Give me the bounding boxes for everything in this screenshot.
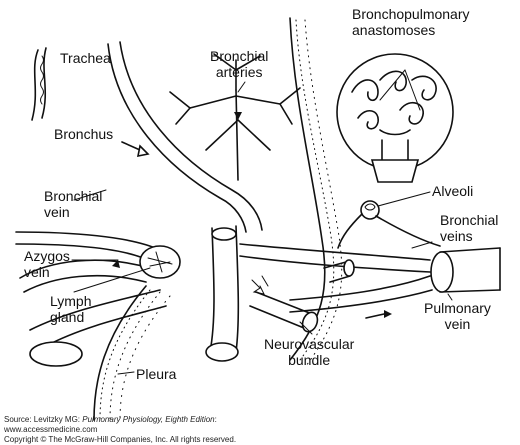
label-lymph-gland: Lymph gland — [50, 293, 92, 325]
label-pleura: Pleura — [136, 366, 177, 382]
label-bronchial-veins: Bronchial veins — [440, 212, 498, 244]
label-pulmonary-vein: Pulmonary vein — [424, 300, 491, 332]
leader-alveoli — [377, 191, 431, 207]
anastomoses-stalk — [370, 159, 420, 183]
leader-pulmonary — [447, 293, 453, 301]
label-pulmonary-line1: Pulmonary — [424, 300, 491, 316]
label-lymph-line2: gland — [50, 309, 85, 325]
label-bronchial-vein: Bronchial vein — [44, 188, 102, 220]
pleura-stipple — [99, 19, 343, 421]
label-bronchial-veins-line1: Bronchial — [440, 212, 499, 228]
label-bronchial-arteries-line1: Bronchial — [210, 48, 269, 64]
flow-arrows — [112, 141, 392, 319]
leader-bronchial-veins — [411, 241, 433, 249]
central-vessel-opening — [205, 342, 239, 362]
source-citation: Source: Levitzky MG: Pulmonary Physiolog… — [4, 415, 217, 425]
copyright-notice: Copyright © The McGraw-Hill Companies, I… — [4, 435, 237, 444]
bronchus-wall-top — [119, 41, 263, 231]
bronchus-wall-bottom — [107, 43, 247, 233]
leader-neurovascular — [299, 321, 313, 335]
pulmonary-vein-opening — [430, 251, 454, 293]
central-vessel-left — [209, 227, 215, 353]
label-pulmonary-line2: vein — [444, 316, 471, 332]
bronchial-veins-vessel — [239, 243, 431, 261]
label-bronchopulmonary-anastomoses: Bronchopulmonary anastomoses — [352, 6, 470, 38]
label-azygos-vein: Azygos vein — [24, 248, 70, 280]
pleura-outline-lower — [93, 285, 147, 421]
lymph-gland-shape — [139, 245, 181, 279]
label-bronchopulmonary-line2: anastomoses — [352, 22, 436, 38]
anastomoses-detail — [351, 70, 437, 169]
label-neurovascular-line1: Neurovascular — [264, 336, 355, 352]
label-alveoli: Alveoli — [432, 183, 474, 199]
trachea-wall-right — [41, 47, 47, 119]
label-neurovascular-bundle: Neurovascular bundle — [264, 336, 354, 368]
source-suffix: : — [214, 415, 217, 424]
label-bronchopulmonary-line1: Bronchopulmonary — [352, 6, 470, 22]
neurovascular-bundle-vessel — [255, 291, 313, 315]
lower-left-vessel-opening — [29, 341, 83, 367]
leader-pleura — [117, 371, 135, 375]
label-bronchial-vein-line2: vein — [44, 204, 70, 220]
leader-bronchial-vein — [73, 189, 107, 201]
label-bronchial-veins-line2: veins — [440, 228, 473, 244]
leader-bronchial-arteries — [237, 81, 246, 93]
central-vessel-right — [235, 225, 240, 353]
leader-lymph — [73, 267, 151, 293]
label-trachea: Trachea — [60, 50, 111, 66]
bronchial-arteries-tree — [169, 53, 301, 181]
label-azygos-line1: Azygos — [24, 248, 70, 264]
source-title: Pulmonary Physiology, Eighth Edition — [82, 415, 215, 424]
label-bronchial-arteries-line2: arteries — [215, 64, 263, 80]
label-bronchial-arteries: Bronchial arteries — [210, 48, 268, 80]
label-bronchial-vein-line1: Bronchial — [44, 188, 103, 204]
label-bronchus: Bronchus — [54, 126, 114, 142]
pulmonary-vein-vessel — [439, 247, 501, 253]
azygos-vein-vessel — [19, 259, 151, 279]
leader-anastomoses — [379, 69, 406, 101]
source-prefix: Source: Levitzky MG: — [4, 415, 83, 424]
source-url[interactable]: www.accessmedicine.com — [4, 425, 98, 434]
label-azygos-line2: vein — [24, 264, 50, 280]
label-lymph-line1: Lymph — [50, 293, 92, 309]
trachea-wall-left — [31, 49, 39, 121]
bronchial-vein-vessel — [15, 231, 161, 251]
label-neurovascular-line2: bundle — [288, 352, 331, 368]
lower-left-vessel — [29, 289, 161, 331]
